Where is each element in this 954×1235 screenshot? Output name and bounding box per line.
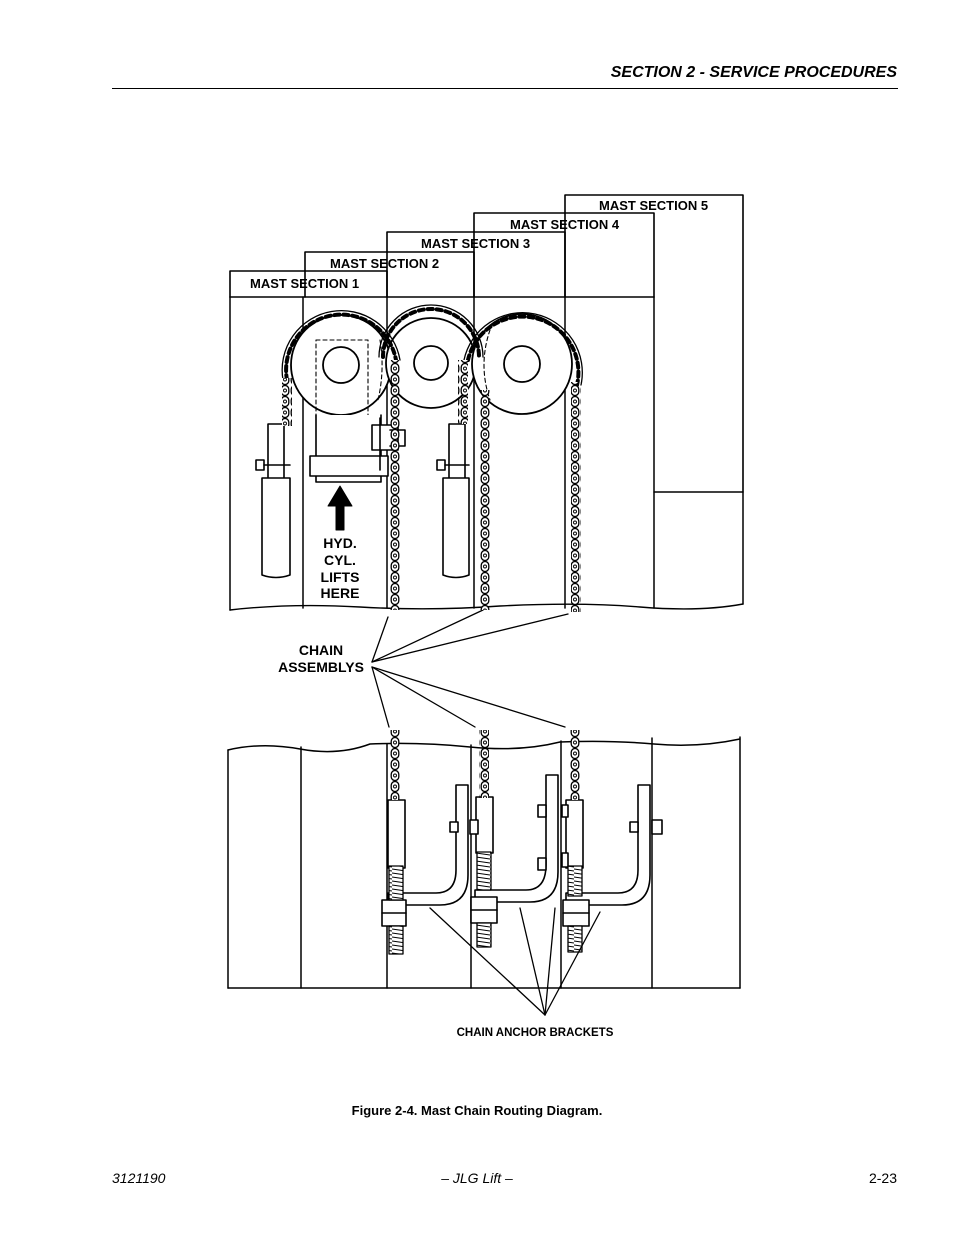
header-rule bbox=[112, 88, 898, 89]
page-number: 2-23 bbox=[868, 1170, 897, 1186]
lower-anchor-bracket-1 bbox=[381, 784, 469, 927]
chain-section-3-lower bbox=[479, 730, 489, 798]
figure-caption: Figure 2-4. Mast Chain Routing Diagram. bbox=[351, 1103, 603, 1118]
chain-section-4-upper bbox=[571, 382, 581, 612]
figure-labels: MAST SECTION 1 MAST SECTION 2 MAST SECTI… bbox=[250, 198, 708, 1039]
chain-section-3-right-upper bbox=[480, 390, 490, 610]
upper-anchor-left-2 bbox=[436, 423, 470, 579]
hyd-lift-arrow bbox=[327, 485, 353, 531]
chains bbox=[282, 360, 581, 800]
label-mast-section-4: MAST SECTION 4 bbox=[510, 217, 620, 232]
lower-mast-panels bbox=[227, 736, 741, 989]
chain-section-2-upper bbox=[390, 360, 400, 610]
section-title: SECTION 2 - SERVICE PROCEDURES bbox=[610, 64, 897, 81]
label-mast-section-5: MAST SECTION 5 bbox=[599, 198, 708, 213]
label-hyd-1: HYD. bbox=[323, 535, 356, 551]
label-mast-section-1: MAST SECTION 1 bbox=[250, 276, 359, 291]
chain-section-3-left-upper bbox=[458, 360, 468, 424]
sheave-section-2 bbox=[385, 317, 477, 409]
chain-left-upper bbox=[282, 378, 292, 426]
label-hyd-4: HERE bbox=[321, 585, 360, 601]
chain-section-4-lower bbox=[570, 730, 580, 800]
label-mast-section-3: MAST SECTION 3 bbox=[421, 236, 530, 251]
threaded-rods bbox=[388, 851, 583, 955]
publisher: – JLG Lift – bbox=[441, 1170, 513, 1186]
chain-assembly-leaders bbox=[371, 609, 569, 728]
chain-over-sheaves-inner bbox=[281, 304, 583, 386]
lower-anchor-bracket-3 bbox=[561, 784, 663, 927]
label-hyd-3: LIFTS bbox=[321, 569, 360, 585]
label-hyd-2: CYL. bbox=[324, 552, 356, 568]
upper-anchor-left-1 bbox=[255, 423, 291, 579]
label-mast-section-2: MAST SECTION 2 bbox=[330, 256, 439, 271]
hydraulic-cylinder-yoke bbox=[309, 414, 406, 483]
label-chain-2: ASSEMBLYS bbox=[278, 659, 364, 675]
chain-section-2-lower bbox=[390, 730, 400, 800]
label-chain-1: CHAIN bbox=[299, 642, 343, 658]
sheave-section-3 bbox=[471, 313, 573, 415]
mast-section-brackets bbox=[229, 194, 744, 493]
anchor-bracket-leaders bbox=[429, 907, 601, 1016]
lower-anchor-bracket-2 bbox=[469, 774, 559, 924]
doc-number: 3121190 bbox=[112, 1170, 166, 1186]
label-chain-anchor-brackets: CHAIN ANCHOR BRACKETS bbox=[457, 1027, 614, 1039]
